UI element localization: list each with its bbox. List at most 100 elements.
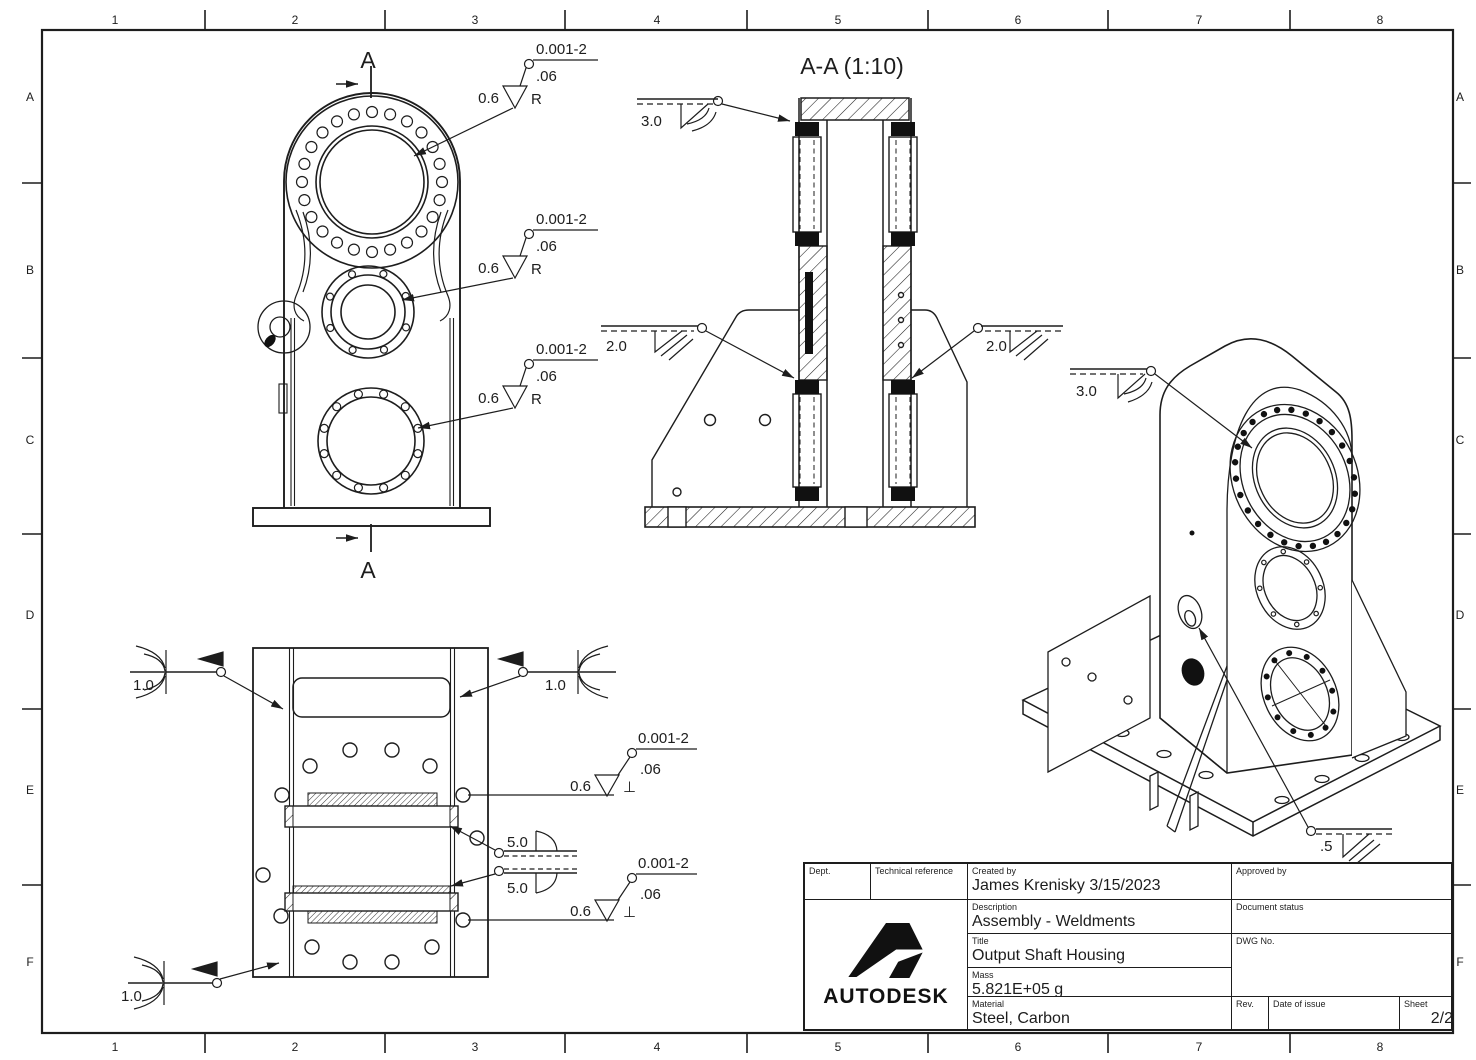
cutoff-value: .06 bbox=[640, 761, 661, 778]
zone-row: C bbox=[26, 433, 35, 447]
zone-row: A bbox=[26, 90, 34, 104]
weld-size: 3.0 bbox=[1076, 383, 1097, 400]
roughness-value: 0.6 bbox=[478, 90, 499, 107]
bolt-circle bbox=[325, 269, 411, 355]
zone-col: 2 bbox=[292, 13, 299, 27]
zone-col: 3 bbox=[472, 13, 479, 27]
weld-size: 1.0 bbox=[545, 677, 566, 694]
zone-row: E bbox=[26, 783, 34, 797]
zone-row: C bbox=[1456, 433, 1465, 447]
weld-blocks bbox=[795, 122, 915, 501]
waviness-value: 0.001-2 bbox=[536, 211, 587, 228]
weld-size: 3.0 bbox=[641, 113, 662, 130]
lay-symbol: R bbox=[531, 391, 542, 408]
zone-col: 6 bbox=[1015, 13, 1022, 27]
description-value: Assembly - Weldments bbox=[972, 913, 1136, 930]
sheet-frame bbox=[22, 10, 1471, 1053]
tech-ref-cell: Technical reference bbox=[871, 864, 968, 900]
dept-cell: Dept. bbox=[805, 864, 871, 900]
approved-by-label: Approved by bbox=[1236, 866, 1287, 876]
lay-symbol: R bbox=[531, 261, 542, 278]
zone-row: F bbox=[26, 955, 33, 969]
autodesk-logo-icon bbox=[848, 922, 923, 978]
description-cell: Description Assembly - Weldments bbox=[968, 900, 1232, 934]
lay-symbol: ⊥ bbox=[623, 904, 636, 921]
weld-callout-bevel bbox=[449, 825, 577, 859]
bearing-bolt-dots bbox=[1231, 406, 1359, 550]
lay-symbol: ⊥ bbox=[623, 779, 636, 796]
isometric-view bbox=[1021, 338, 1442, 837]
rev-cell: Rev. bbox=[1232, 997, 1269, 1029]
weld-callout-flare bbox=[130, 645, 284, 710]
title-label: Title bbox=[972, 936, 989, 946]
weld-callout-flare bbox=[459, 645, 616, 699]
created-by-cell: Created by James Krenisky 3/15/2023 bbox=[968, 864, 1232, 900]
section-label-bottom: A bbox=[360, 557, 376, 583]
zone-col: 5 bbox=[835, 1040, 842, 1054]
weld-callout-fillet bbox=[601, 322, 795, 379]
zone-labels: 1 2 3 4 5 6 7 8 1 2 3 4 5 6 7 8 A B C D … bbox=[26, 13, 1465, 1054]
zone-row: A bbox=[1456, 90, 1464, 104]
bolt-holes bbox=[255, 742, 485, 970]
weld-callout-fillet bbox=[1198, 627, 1392, 865]
zone-col: 1 bbox=[112, 13, 119, 27]
mass-label: Mass bbox=[972, 970, 994, 980]
weld-callout-fillet bbox=[637, 95, 791, 132]
dwg-no-cell: DWG No. bbox=[1232, 934, 1453, 997]
zone-col: 3 bbox=[472, 1040, 479, 1054]
weld-size: .5 bbox=[1320, 838, 1333, 855]
zone-row: B bbox=[1456, 263, 1464, 277]
sheet-value: 2/2 bbox=[1430, 1010, 1453, 1027]
weld-size: 1.0 bbox=[121, 988, 142, 1005]
roughness-value: 0.6 bbox=[478, 260, 499, 277]
roughness-value: 0.6 bbox=[570, 778, 591, 795]
material-label: Material bbox=[972, 999, 1005, 1009]
zone-col: 4 bbox=[654, 13, 661, 27]
zone-col: 6 bbox=[1015, 1040, 1022, 1054]
weld-callout-bevel bbox=[450, 865, 577, 894]
brand-cell: AUTODESK bbox=[805, 900, 968, 1029]
cutoff-value: .06 bbox=[640, 886, 661, 903]
zone-row: F bbox=[1456, 955, 1463, 969]
weld-size: 1.0 bbox=[133, 677, 154, 694]
zone-row: B bbox=[26, 263, 34, 277]
dwg-no-label: DWG No. bbox=[1236, 936, 1275, 946]
flange-bolt-holes bbox=[1256, 548, 1324, 628]
date-of-issue-cell: Date of issue bbox=[1269, 997, 1400, 1029]
zone-col: 7 bbox=[1196, 13, 1203, 27]
surface-finish-callout bbox=[401, 228, 598, 302]
created-by-value: James Krenisky 3/15/2023 bbox=[972, 877, 1161, 894]
weld-size: 5.0 bbox=[507, 834, 528, 851]
cutoff-value: .06 bbox=[536, 68, 557, 85]
waviness-value: 0.001-2 bbox=[638, 730, 689, 747]
surface-finish-callout bbox=[417, 358, 598, 430]
zone-col: 7 bbox=[1196, 1040, 1203, 1054]
doc-status-cell: Document status bbox=[1232, 900, 1453, 934]
title-cell: Title Output Shaft Housing bbox=[968, 934, 1232, 968]
bolt-circle bbox=[319, 389, 423, 493]
bolt-circle bbox=[295, 105, 449, 259]
sheet-cell: Sheet 2/2 bbox=[1400, 997, 1453, 1029]
title-value: Output Shaft Housing bbox=[972, 947, 1125, 964]
surface-finish-callout bbox=[468, 747, 697, 798]
zone-row: E bbox=[1456, 783, 1464, 797]
section-label-top: A bbox=[360, 47, 376, 73]
front-view bbox=[252, 66, 491, 552]
weld-size: 2.0 bbox=[986, 338, 1007, 355]
tech-ref-label: Technical reference bbox=[875, 866, 954, 876]
surface-finish-callout bbox=[468, 872, 697, 923]
material-cell: Material Steel, Carbon bbox=[968, 997, 1232, 1029]
bearing-bolt-dots bbox=[1263, 650, 1337, 738]
waviness-value: 0.001-2 bbox=[638, 855, 689, 872]
weld-callout-fillet bbox=[911, 322, 1063, 379]
material-value: Steel, Carbon bbox=[972, 1010, 1070, 1027]
rev-label: Rev. bbox=[1236, 999, 1254, 1009]
zone-col: 8 bbox=[1377, 13, 1384, 27]
mass-cell: Mass 5.821E+05 g bbox=[968, 968, 1232, 997]
roughness-value: 0.6 bbox=[478, 390, 499, 407]
cutoff-value: .06 bbox=[536, 368, 557, 385]
cutoff-value: .06 bbox=[536, 238, 557, 255]
roughness-value: 0.6 bbox=[570, 903, 591, 920]
